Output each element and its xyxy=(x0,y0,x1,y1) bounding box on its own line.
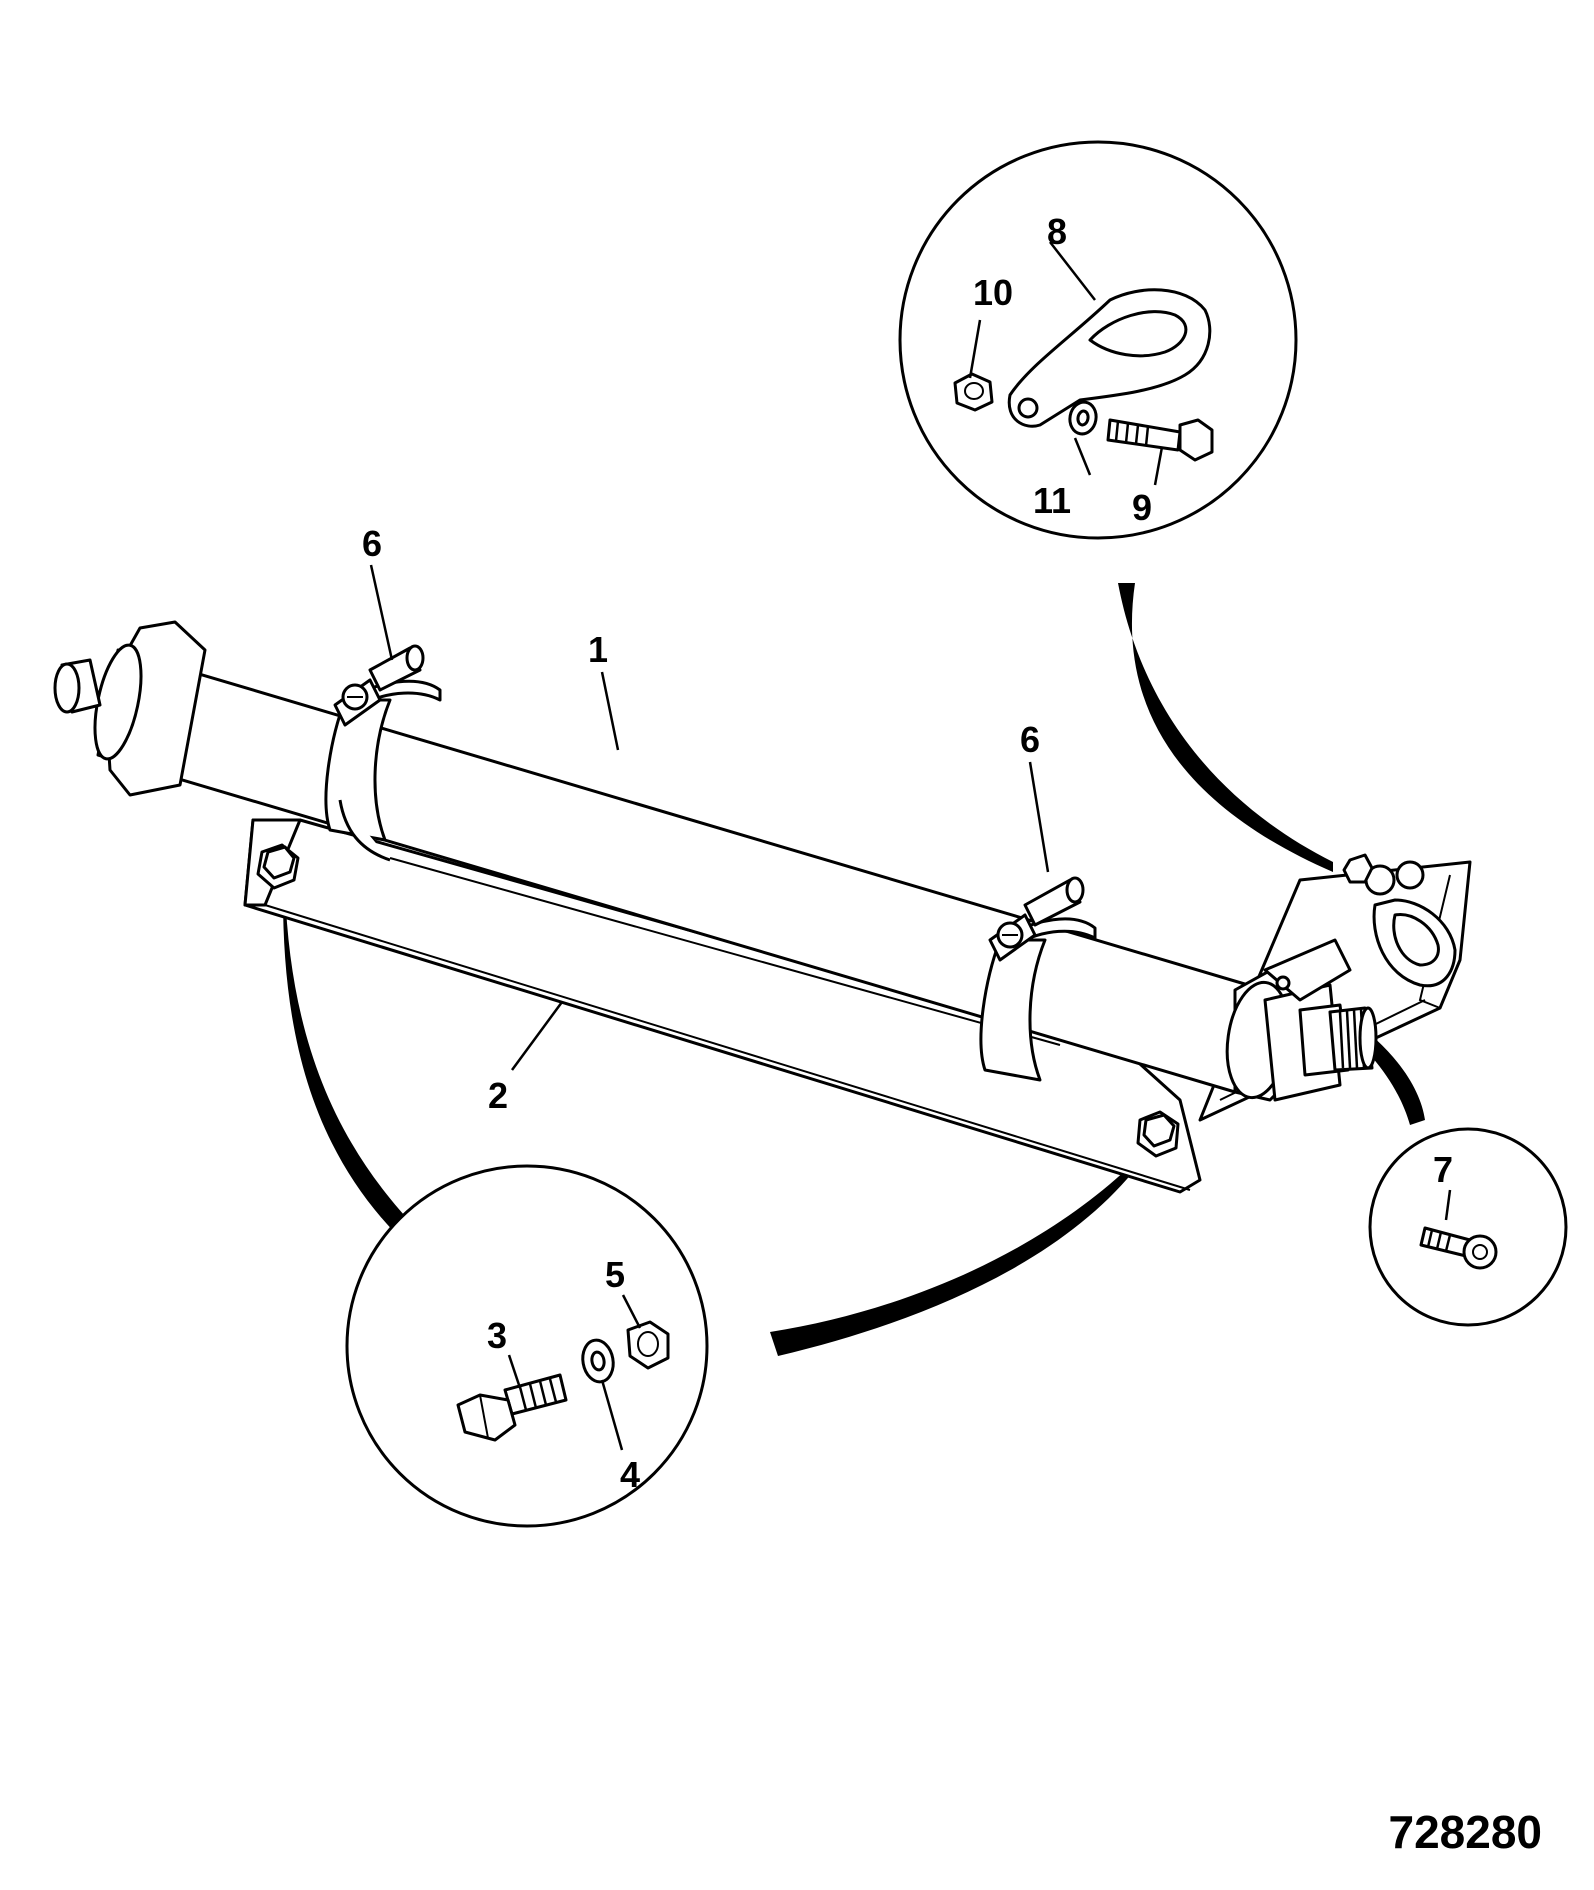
bolt-9-threads xyxy=(1114,420,1150,447)
plate-bolt-right xyxy=(1136,1110,1180,1158)
detail-circle-screw xyxy=(1368,1127,1568,1327)
callout-1: 1 xyxy=(588,629,608,670)
callout-2: 2 xyxy=(488,1075,508,1116)
callout-10: 10 xyxy=(973,272,1013,313)
wedge-screw-detail xyxy=(1318,1000,1425,1125)
callout-11: 11 xyxy=(1033,480,1071,521)
callout-4: 4 xyxy=(620,1454,640,1495)
callouts: 1 2 3 4 5 6 6 7 8 9 10 11 xyxy=(362,211,1453,1495)
right-bracket-clamp xyxy=(1342,853,1457,988)
wedge-top-detail xyxy=(1118,583,1333,872)
clamp-right xyxy=(979,876,1097,1082)
wedge-bolt-detail-right xyxy=(770,1168,1133,1356)
callout-3: 3 xyxy=(487,1315,507,1356)
detail-link-wedges xyxy=(282,583,1425,1356)
callout-8: 8 xyxy=(1047,211,1067,252)
detail-screw-part xyxy=(1419,1226,1498,1270)
detail-clamp-parts xyxy=(953,288,1214,462)
screw-7-threads xyxy=(1426,1229,1452,1252)
cylinder xyxy=(53,620,1378,1102)
detail-bolt-parts xyxy=(456,1320,670,1442)
clamp-left xyxy=(324,644,442,862)
callout-6-right: 6 xyxy=(1020,719,1040,760)
callout-5: 5 xyxy=(605,1254,625,1295)
callout-7: 7 xyxy=(1433,1149,1453,1190)
plate-bolt-left xyxy=(256,843,300,890)
bolt-3-threads xyxy=(518,1378,558,1411)
callout-9: 9 xyxy=(1132,487,1152,528)
callout-6-left: 6 xyxy=(362,523,382,564)
wedge-bolt-detail-left xyxy=(282,888,420,1243)
leader-lines xyxy=(369,241,1452,1451)
drawing-number: 728280 xyxy=(1389,1806,1543,1858)
